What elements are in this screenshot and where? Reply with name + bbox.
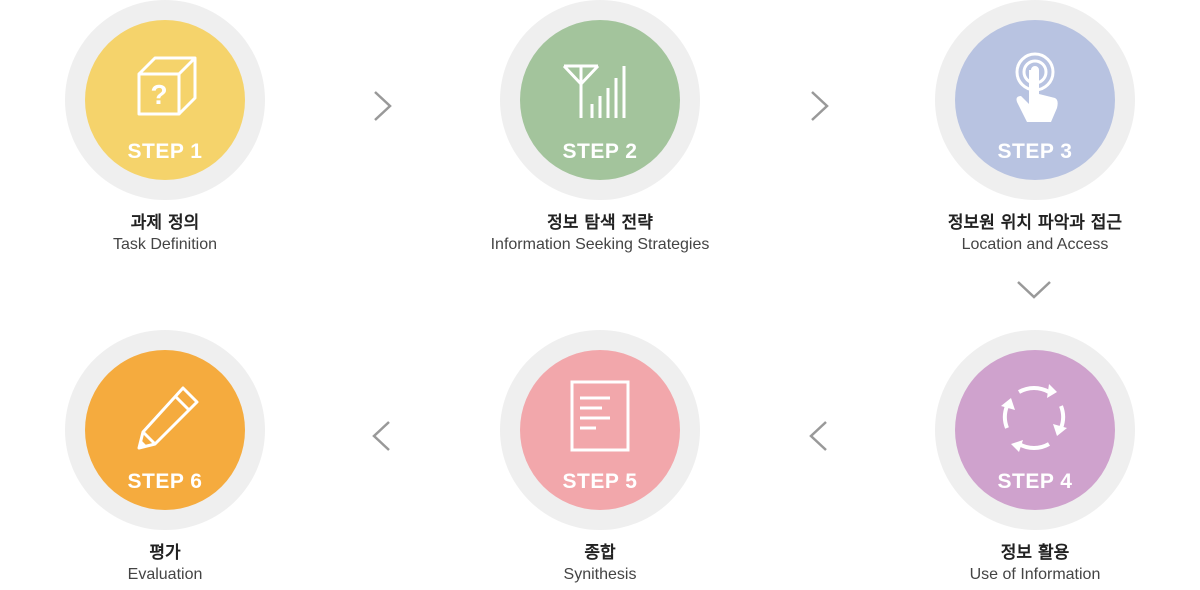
step-label: STEP 6 [127,470,203,493]
chevron-left-icon [362,416,402,456]
step-disc: STEP 6 [85,350,245,510]
step-title-en: Information Seeking Strategies [490,236,710,253]
step-label: STEP 2 [562,140,638,163]
step-ring: STEP 2 [500,0,700,200]
step-ring: STEP 5 [500,330,700,530]
document-icon [570,380,630,452]
step-ring: STEP 3 [935,0,1135,200]
step-title-ko: 평가 [149,543,181,563]
step-title-ko: 정보원 위치 파악과 접근 [947,213,1123,233]
question-box-icon: ? [137,56,197,116]
step-title-ko: 정보 탐색 전략 [547,213,653,233]
step-disc: ? STEP 1 [85,20,245,180]
chevron-right-icon [362,86,402,126]
step-title-en: Task Definition [112,236,218,253]
step-title-en: Location and Access [961,236,1109,253]
chevron-right-icon [799,86,839,126]
chevron-down-icon [1014,270,1054,310]
step-label: STEP 5 [562,470,638,493]
svg-text:?: ? [150,79,167,110]
step-label: STEP 3 [997,140,1073,163]
step-title-en: Synithesis [563,566,637,583]
step-ring: ? STEP 1 [65,0,265,200]
step-title-ko: 종합 [584,543,616,563]
pencil-icon [137,386,199,450]
step-title-ko: 과제 정의 [130,213,200,233]
step-title-en: Use of Information [969,566,1101,583]
touch-hand-icon [1015,52,1058,122]
signal-antenna-icon [562,64,626,118]
step-label: STEP 4 [997,470,1073,493]
step-disc: STEP 3 [955,20,1115,180]
step-title-en: Evaluation [127,566,203,583]
cycle-arrows-icon [1001,384,1067,452]
step-title-ko: 정보 활용 [1000,543,1070,563]
chevron-left-icon [799,416,839,456]
step-label: STEP 1 [127,140,203,163]
step-disc: STEP 5 [520,350,680,510]
step-ring: STEP 6 [65,330,265,530]
step-disc: STEP 2 [520,20,680,180]
step-ring: STEP 4 [935,330,1135,530]
step-disc: STEP 4 [955,350,1115,510]
